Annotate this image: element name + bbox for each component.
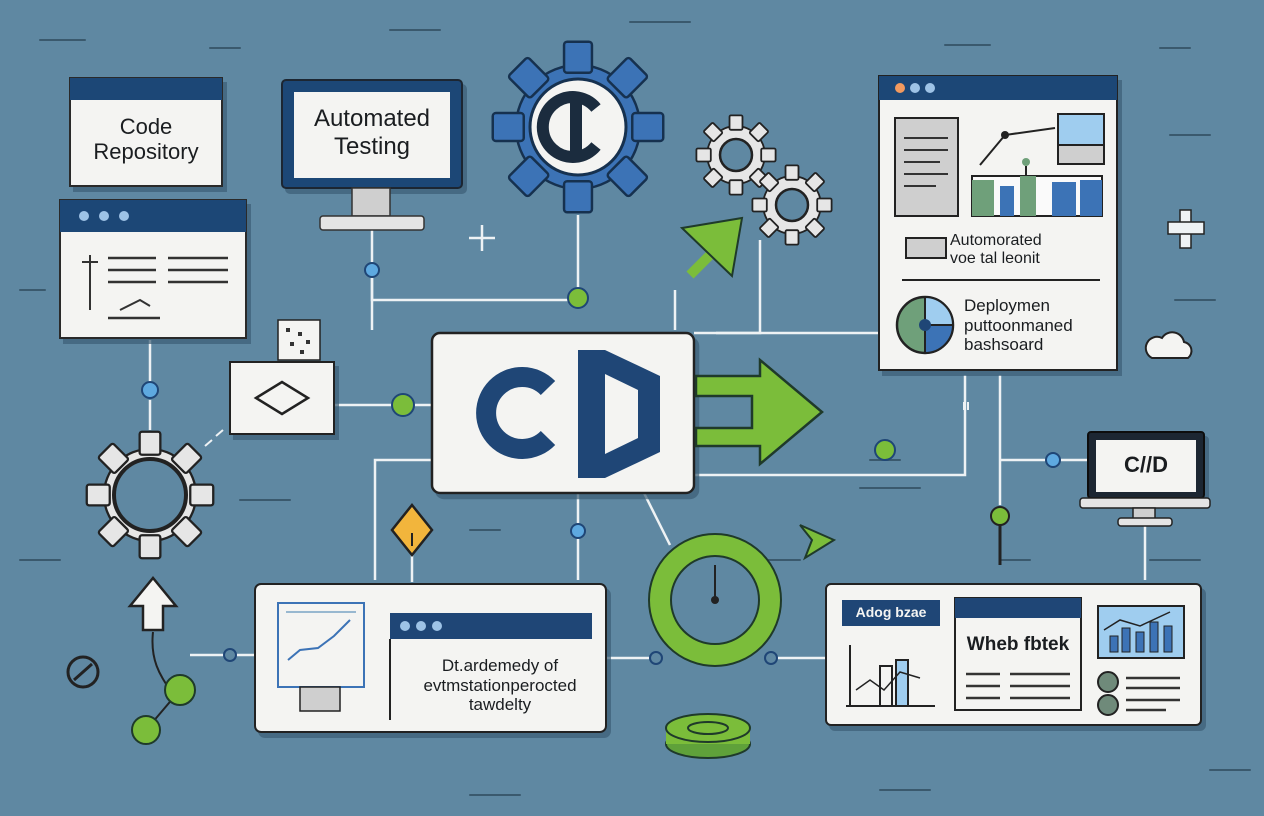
web-panel-title: Wheb fbtek <box>966 634 1070 655</box>
coin-stack-icon <box>665 713 751 759</box>
dial-icon <box>648 533 782 667</box>
document-icon <box>277 319 321 361</box>
cd-c-letter <box>476 367 556 459</box>
arrow-right-icon <box>694 357 824 467</box>
cloud-icon <box>1144 331 1193 359</box>
no-entry-icon <box>66 655 100 689</box>
bar-chart-icon <box>971 113 1105 217</box>
small-arrow-icon <box>799 524 837 561</box>
bottom-panel-label: Dt.ardemedy of evtmstationperocted tawde… <box>423 656 577 715</box>
connector-lines <box>148 215 1147 660</box>
cd-monitor <box>1079 431 1211 527</box>
motion-dashes <box>204 402 1146 578</box>
alert-diamond-icon <box>390 502 434 558</box>
code-brackets-card <box>229 361 335 435</box>
code-repository-card <box>69 77 223 187</box>
report-icon <box>905 237 947 259</box>
plus-icon <box>1167 209 1205 249</box>
arrow-up-right-icon <box>679 216 744 279</box>
code-editor-window <box>59 199 247 339</box>
cd-d-letter <box>578 350 660 478</box>
code-repository-label: Code Repository <box>93 114 199 165</box>
deployment-dashboard-label: Deploymen puttoonmaned bashsoard <box>964 296 1073 355</box>
connector-dots <box>141 262 1061 665</box>
cd-monitor-label: C//D <box>1124 452 1168 477</box>
arrow-up-icon <box>127 576 196 745</box>
web-panel-tab-label: Adog bzae <box>855 604 927 620</box>
automated-report-label: Automorated voe tal leonit <box>950 232 1042 268</box>
pin-icon <box>990 506 1010 565</box>
bar-chart-icon <box>846 645 935 707</box>
diamond-icon <box>253 380 311 416</box>
chart-icon <box>1097 605 1185 659</box>
plus-icon <box>469 225 495 251</box>
document-icon <box>894 117 959 217</box>
automated-testing-label: Automated Testing <box>313 105 431 160</box>
background-dashes <box>19 21 1251 796</box>
line-chart-icon <box>277 602 365 712</box>
pie-chart-icon <box>895 295 955 355</box>
automated-testing-monitor <box>281 79 463 231</box>
